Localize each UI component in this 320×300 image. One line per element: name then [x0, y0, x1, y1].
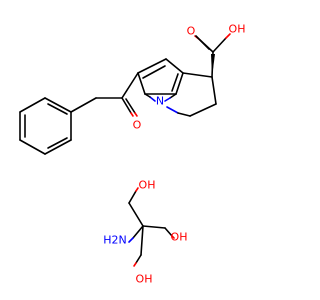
- bond-central-ch2-right: [142, 225, 166, 229]
- bond-carbonyl-o-double-c: [125, 98, 136, 114]
- bond-c6-c7: [211, 76, 217, 105]
- bond-c4-c5: [137, 72, 146, 95]
- bond-oh-right: [171, 235, 175, 239]
- bond-c2-c3: [175, 72, 184, 95]
- bond-c1-c2: [165, 58, 184, 74]
- bond-central-ch2-bottom: [140, 225, 144, 256]
- bond-oh-bottom: [133, 262, 137, 267]
- bond-c2-c6: [182, 72, 213, 78]
- bond-ch2-top-oh: [128, 190, 137, 204]
- tromethamine-oh-top-label: OH: [139, 179, 156, 192]
- bond-carbonyl-o-double: [134, 112, 138, 117]
- tromethamine-oh-bottom-label: OH: [136, 273, 153, 286]
- bond-central-ch2-top: [128, 202, 144, 227]
- chemical-structure-diagram: N O O OH OH OH OH H2N: [19, 23, 246, 286]
- bond-c5-c1: [137, 58, 167, 74]
- bond-n-c4-a: [149, 96, 156, 102]
- carbonyl-oxygen-atom-label: O: [187, 25, 196, 38]
- bond-ph-double-b: [47, 137, 68, 149]
- bond-ph-6: [44, 139, 72, 155]
- bond-carbonyl-o: [130, 112, 134, 117]
- bond-c3-n-right: [164, 97, 171, 102]
- bond-ch2-right-oh: [164, 227, 173, 237]
- ketone-oxygen-atom-label: O: [133, 119, 142, 132]
- bond-ph-3: [19, 97, 46, 113]
- bond-ph-double-c: [47, 103, 68, 115]
- bond-carbonyl-o-c: [121, 97, 132, 114]
- bond-c2-c3-double: [171, 73, 179, 92]
- bond-c5-c1-double: [142, 65, 166, 79]
- bond-ch2-bottom-oh: [135, 254, 142, 264]
- bond-cooh-oh: [225, 33, 231, 39]
- bond-central-n: [132, 225, 144, 239]
- tromethamine-amine-label: H2N: [103, 234, 127, 247]
- hydroxyl-atom-label: OH: [229, 23, 246, 36]
- bond-c7-c8: [189, 103, 217, 117]
- bond-cooh-double-second: [195, 35, 210, 50]
- nitrogen-atom-label: N: [156, 95, 164, 108]
- structure-canvas: N O O OH OH OH OH H2N: [19, 22, 246, 286]
- bond-c8-n: [166, 106, 179, 114]
- bond-oh-top: [135, 187, 139, 192]
- bond-ph-1: [70, 97, 97, 113]
- ketorolac-molecule: N O O OH: [19, 23, 246, 155]
- bond-ph-2: [44, 97, 72, 113]
- bond-nh2: [128, 237, 134, 243]
- tromethamine-molecule: OH OH OH H2N: [103, 179, 187, 286]
- bond-ph-5: [19, 139, 46, 155]
- bond-c8-n-carbon: [177, 112, 191, 117]
- tromethamine-oh-right-label: OH: [171, 231, 188, 244]
- bond-cooh-c-oh: [212, 37, 227, 53]
- bond-c5-carbonyl: [121, 72, 139, 99]
- bond-c6-cooh: [211, 51, 214, 78]
